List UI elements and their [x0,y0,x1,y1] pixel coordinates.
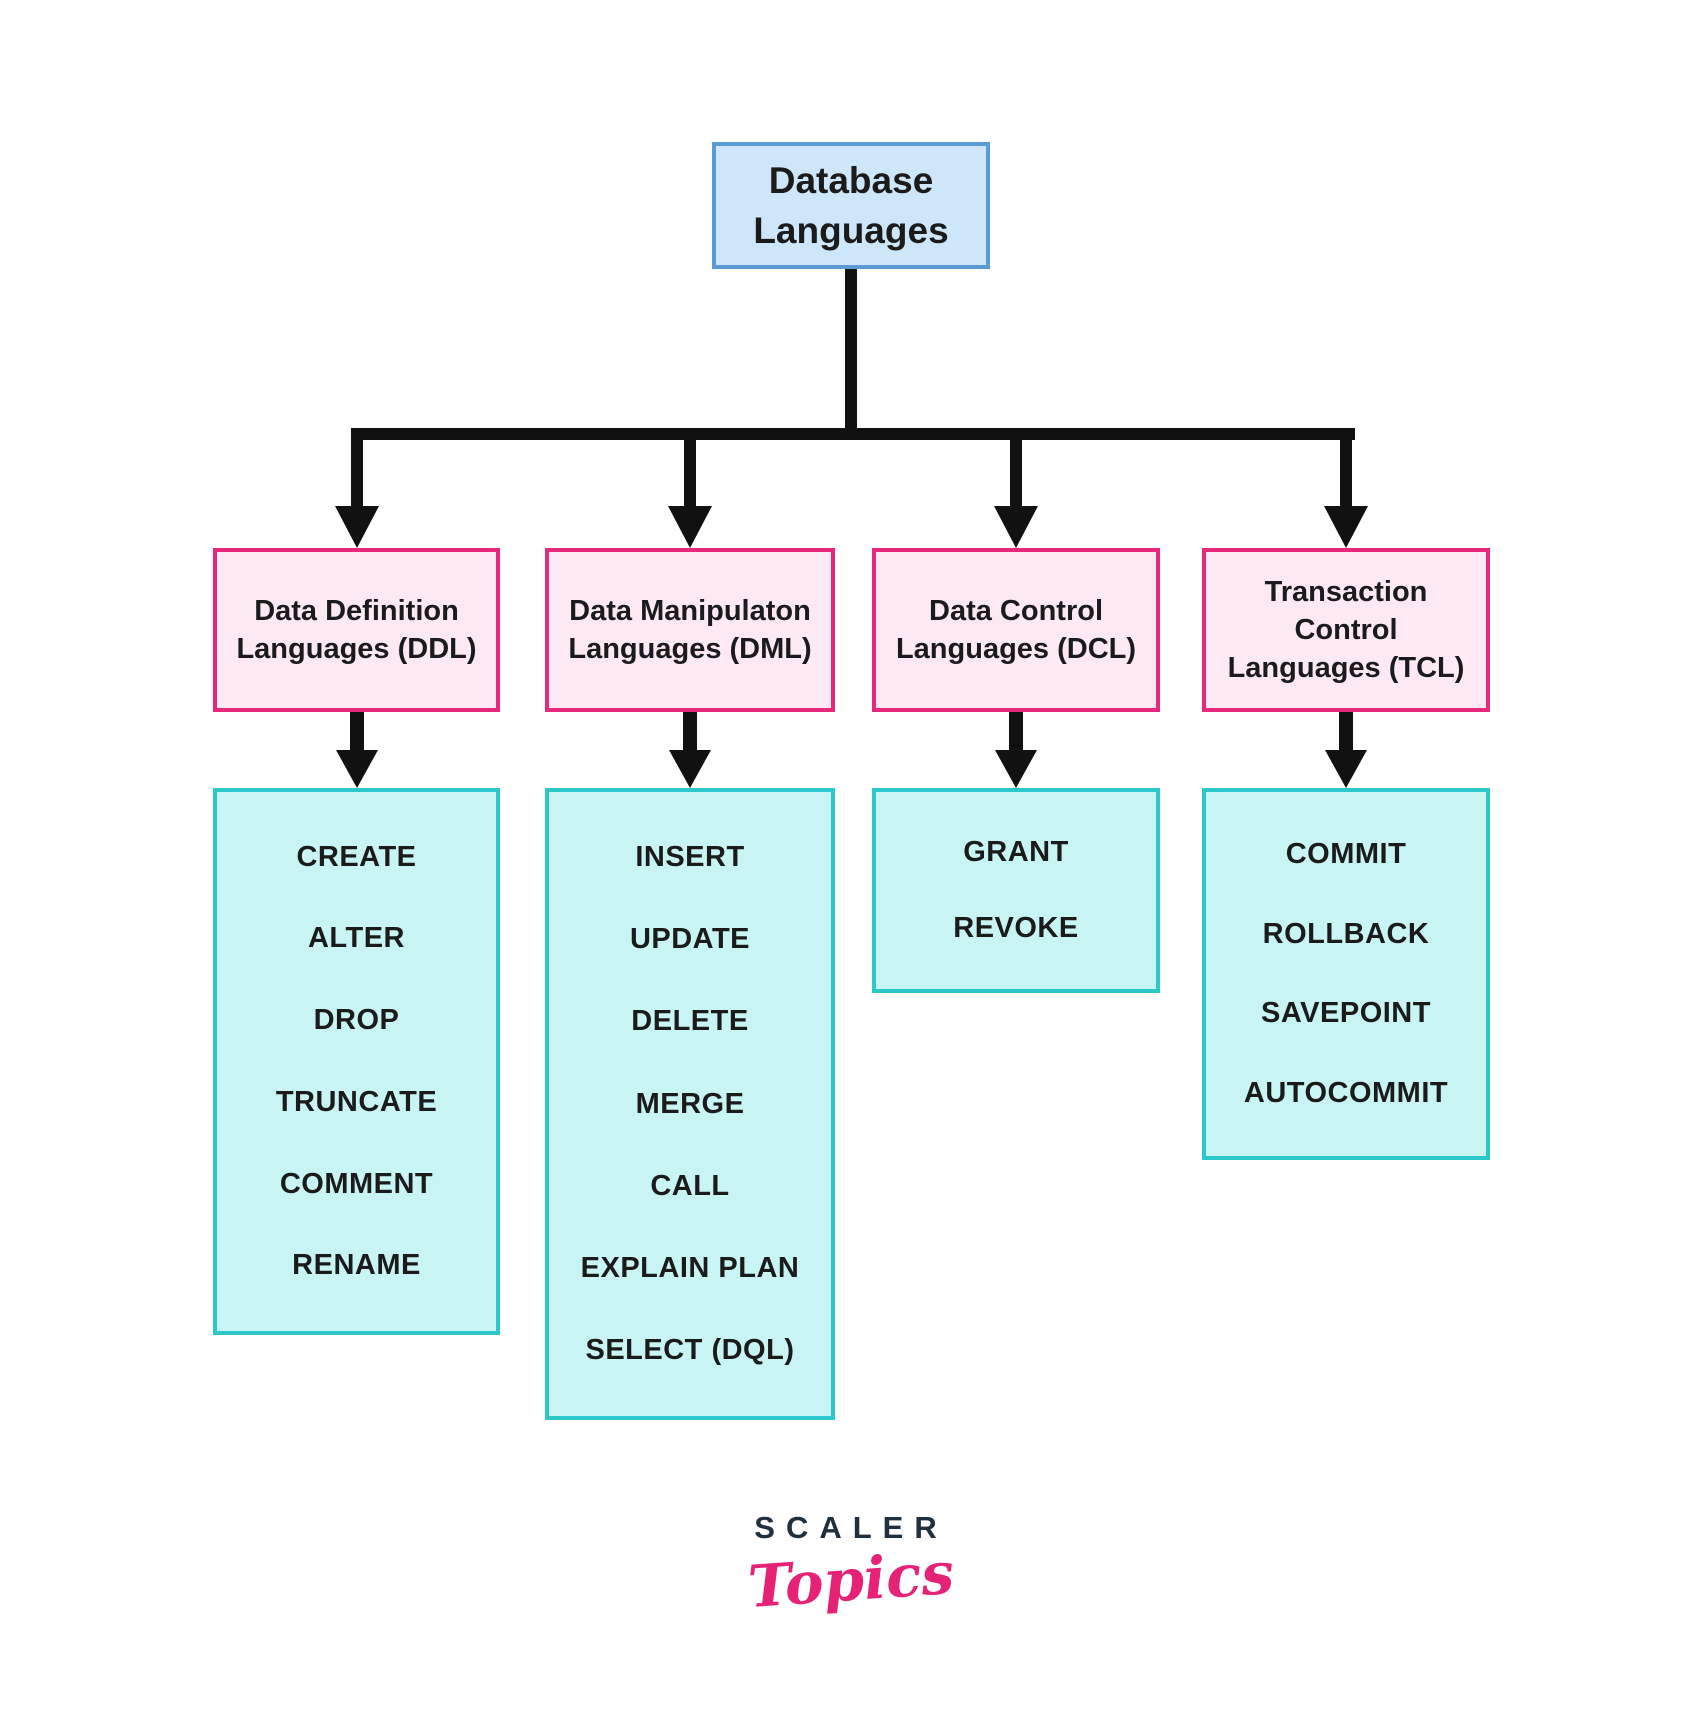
leaf-item: AUTOCOMMIT [1244,1077,1448,1110]
leaf-box-ddl: CREATE ALTER DROP TRUNCATE COMMENT RENAM… [213,788,500,1335]
leaf-item: COMMIT [1286,838,1407,871]
leaf-item-label: CREATE [296,840,417,873]
connector-drop-shaft-dml [684,428,696,508]
arrowhead-down-icon [1325,750,1367,788]
root-label: Database Languages [753,159,949,251]
arrow-shaft-ddl [350,712,364,752]
branch-label-ddl: Data Definition Languages (DDL) [236,595,477,665]
leaf-item: EXPLAIN PLAN [581,1252,800,1285]
leaf-item-label: SAVEPOINT [1261,997,1431,1030]
leaf-box-tcl: COMMIT ROLLBACK SAVEPOINT AUTOCOMMIT [1202,788,1490,1160]
arrow-shaft-dcl [1009,712,1023,752]
leaf-item: CREATE [296,841,416,874]
leaf-item: INSERT [635,841,744,874]
connector-stem [845,269,857,434]
leaf-item: ROLLBACK [1263,918,1430,951]
branch-box-dcl: Data Control Languages (DCL) [872,548,1160,712]
leaf-item-label: ALTER [307,922,405,955]
leaf-item: DELETE [631,1005,748,1038]
arrowhead-down-icon [668,506,712,548]
leaf-item-label: EXPLAIN PLAN [580,1251,800,1284]
leaf-item-label: MERGE [635,1087,745,1120]
connector-drop-shaft-ddl [351,428,363,508]
leaf-box-dml: INSERT UPDATE DELETE MERGE CALL EXPLAIN … [545,788,835,1420]
branch-box-ddl: Data Definition Languages (DDL) [213,548,500,712]
connector-drop-shaft-tcl [1340,428,1352,508]
arrowhead-down-icon [1324,506,1368,548]
arrow-shaft-tcl [1339,712,1353,752]
root-box-database-languages: Database Languages [712,142,990,269]
arrowhead-down-icon [336,750,378,788]
arrow-shaft-dml [683,712,697,752]
leaf-item: SAVEPOINT [1261,997,1431,1030]
branch-box-tcl: Transaction Control Languages (TCL) [1202,548,1490,712]
leaf-item: REVOKE [953,912,1078,945]
branch-label-dml: Data Manipulaton Languages (DML) [568,595,812,665]
leaf-item-label: COMMENT [279,1167,434,1200]
branch-box-dml: Data Manipulaton Languages (DML) [545,548,835,712]
leaf-item: RENAME [292,1249,421,1282]
leaf-item: MERGE [636,1088,745,1121]
arrowhead-down-icon [335,506,379,548]
leaf-item: UPDATE [630,923,750,956]
arrowhead-down-icon [994,506,1038,548]
logo-text-topics: Topics [746,1538,956,1622]
branch-label-tcl: Transaction Control Languages (TCL) [1227,576,1465,684]
leaf-item: DROP [314,1004,400,1037]
leaf-item-label: DROP [313,1004,400,1037]
branch-label-dcl: Data Control Languages (DCL) [895,595,1137,665]
arrowhead-down-icon [669,750,711,788]
leaf-item-label: RENAME [292,1249,421,1282]
leaf-item-label: SELECT (DQL) [585,1333,795,1366]
leaf-item-label: ROLLBACK [1262,917,1430,950]
leaf-item-label: INSERT [635,841,745,874]
leaf-item: COMMENT [280,1168,433,1201]
logo-text-scaler: SCALER [754,1510,948,1545]
leaf-item-label: REVOKE [953,912,1079,945]
leaf-item-label: AUTOCOMMIT [1243,1076,1449,1109]
leaf-item: CALL [650,1170,729,1203]
leaf-item-label: TRUNCATE [275,1085,438,1118]
connector-drop-shaft-dcl [1010,428,1022,508]
leaf-item-label: COMMIT [1285,838,1407,871]
scaler-topics-logo: SCALER Topics [700,1510,1002,1621]
arrowhead-down-icon [995,750,1037,788]
leaf-item: TRUNCATE [276,1086,437,1119]
connector-horizontal-bar [351,428,1355,440]
leaf-item-label: CALL [650,1169,730,1202]
leaf-item-label: DELETE [631,1005,749,1038]
leaf-item-label: GRANT [963,835,1069,868]
leaf-item: ALTER [308,922,405,955]
leaf-item: SELECT (DQL) [586,1334,795,1367]
leaf-item: GRANT [963,836,1069,869]
leaf-box-dcl: GRANT REVOKE [872,788,1160,993]
leaf-item-label: UPDATE [629,923,751,956]
